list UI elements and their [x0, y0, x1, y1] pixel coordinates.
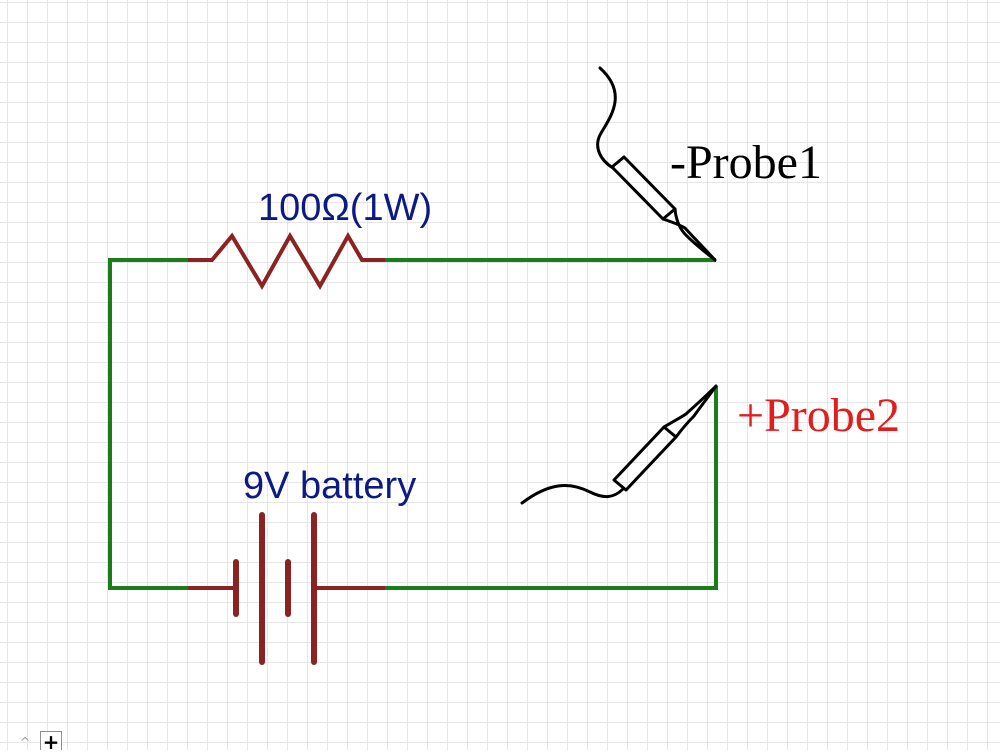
chevron-up-icon[interactable]: ^	[19, 735, 31, 749]
resistor	[188, 231, 385, 290]
probe-positive-label: +Probe2	[737, 389, 900, 442]
wire-left-loop	[108, 258, 188, 590]
probe2-cable	[520, 484, 625, 505]
resistor-zigzag	[188, 231, 385, 290]
probe2-tip	[662, 384, 718, 439]
probe1-handle	[610, 155, 677, 221]
resistor-label: 100Ω(1W)	[258, 187, 432, 229]
wire-bottom-to-probe2	[385, 386, 718, 590]
probe1-tip	[661, 207, 717, 262]
battery-label: 9V battery	[243, 465, 416, 507]
probe-positive-icon	[520, 384, 718, 505]
probe1-cable	[596, 66, 617, 170]
page-tabs-bar: ^ +	[0, 731, 70, 752]
battery	[188, 512, 385, 665]
plus-icon[interactable]: +	[40, 731, 62, 752]
probe-negative-label: -Probe1	[670, 136, 822, 189]
probe-negative-icon	[596, 66, 717, 262]
wires	[108, 258, 718, 590]
probe2-handle	[612, 425, 678, 492]
